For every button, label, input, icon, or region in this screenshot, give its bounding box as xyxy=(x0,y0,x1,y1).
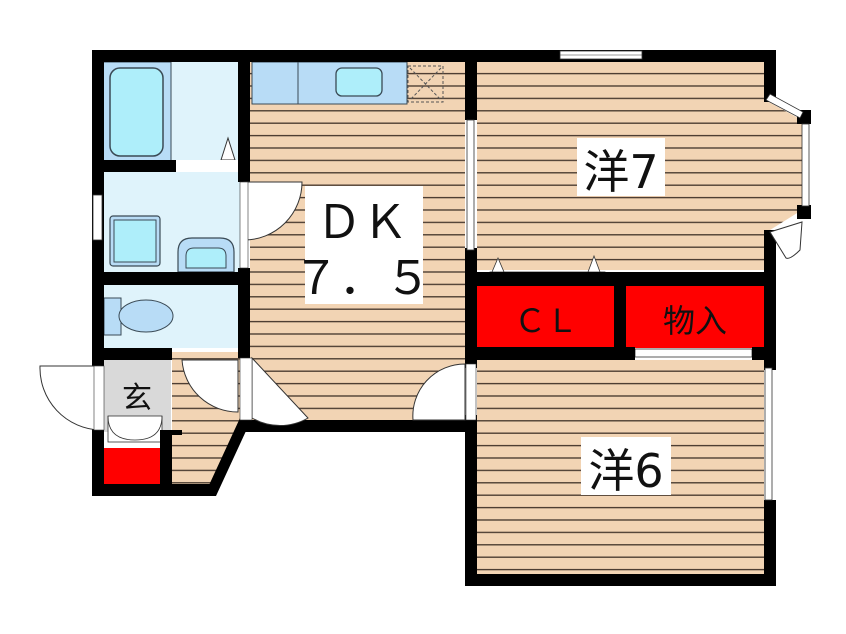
kitchen-counter xyxy=(251,61,408,105)
toilet-bowl-icon xyxy=(118,299,174,333)
walls xyxy=(92,50,811,586)
dk-hall-door[interactable] xyxy=(251,356,309,427)
window-washroom xyxy=(92,194,103,241)
washing-machine-inner xyxy=(113,219,157,263)
storage-door-track xyxy=(634,348,753,358)
entrance-label: 玄 xyxy=(122,381,152,416)
dk-name-label: ＤＫ xyxy=(316,195,408,249)
balcony-door[interactable] xyxy=(769,221,803,259)
western-7-label: 洋7 xyxy=(583,145,658,199)
bathtub-icon xyxy=(109,67,164,157)
front-door[interactable] xyxy=(39,365,101,431)
bay-window-right xyxy=(801,123,810,207)
bath-door-opening xyxy=(175,160,238,168)
window-w6-right xyxy=(764,367,773,501)
washbasin-bowl xyxy=(185,247,227,269)
closet xyxy=(477,286,614,348)
refrigerator-space-icon xyxy=(407,65,444,103)
washroom-door[interactable] xyxy=(243,181,303,241)
bay-window-top xyxy=(765,93,804,119)
kitchen-sink-icon xyxy=(335,67,383,97)
shoe-box xyxy=(103,448,165,484)
dk-size-label: ７．５ xyxy=(293,251,431,305)
window-dk-w7 xyxy=(466,119,475,251)
toilet-door[interactable] xyxy=(181,359,239,413)
storage xyxy=(626,286,764,348)
western-6-label: 洋6 xyxy=(588,444,663,498)
storage-label: 物入 xyxy=(663,302,727,340)
toilet-tank-icon xyxy=(103,297,122,336)
w6-door[interactable] xyxy=(412,363,466,421)
closet-label: ＣＬ xyxy=(514,302,578,340)
